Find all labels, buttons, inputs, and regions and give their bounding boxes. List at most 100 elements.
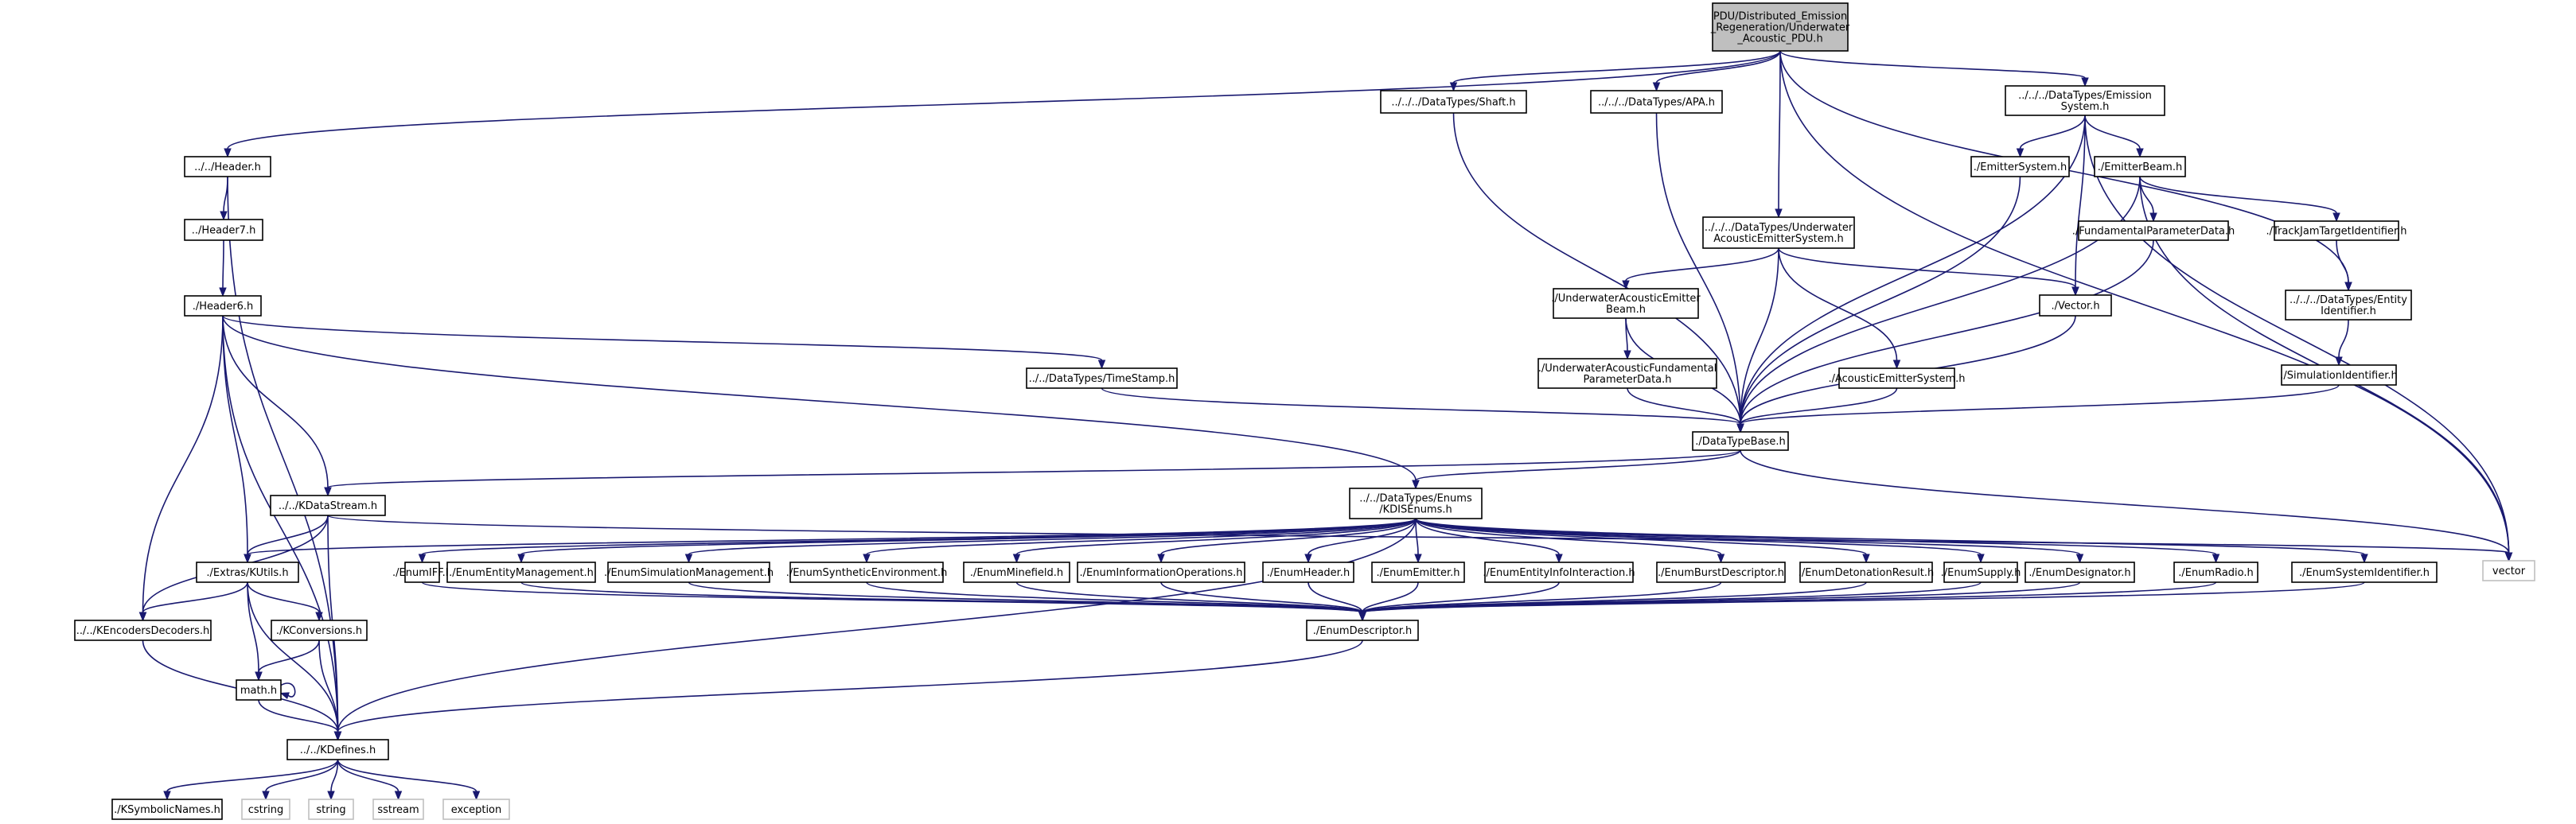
node-vectorh[interactable]: ./Vector.h [2039,294,2112,317]
node-dtb[interactable]: ./DataTypeBase.h [1692,431,1789,451]
node-eheader[interactable]: ./EnumHeader.h [1262,562,1354,583]
node-trackjam[interactable]: ./TrackJamTargetIdentifier.h [2266,220,2407,241]
node-uwaes[interactable]: ../../../DataTypes/UnderwaterAcousticEmi… [1702,216,1855,249]
edge-kdisenums-edesig [1415,518,2084,564]
node-label: ./Header6.h [193,301,254,313]
edge-math-math [279,682,296,699]
arrowhead [2504,552,2513,562]
node-label: ./AcousticEmitterSystem.h [1828,373,1965,385]
arrowhead [279,692,290,699]
node-label: ../../KDataStream.h [279,500,377,512]
node-label: ./EnumEmitter.h [1376,567,1459,579]
node-header[interactable]: ../../Header.h [184,156,271,177]
node-eentmgmt[interactable]: ./EnumEntityManagement.h [446,562,596,583]
node-edesig[interactable]: ./EnumDesignator.h [2025,562,2135,583]
node-eentinfo[interactable]: ./EnumEntityInfoInteraction.h [1483,562,1635,583]
node-aes[interactable]: ./AcousticEmitterSystem.h [1828,367,1966,389]
node-esupply[interactable]: ./EnumSupply.h [1941,562,2021,583]
node-box [1838,367,1955,389]
node-exception[interactable]: exception [442,799,510,820]
edge-emsys-vector [2084,115,2513,562]
node-label: ./DataTypeBase.h [1695,436,1785,448]
node-simid[interactable]: ./SimulationIdentifier.h [2280,364,2398,386]
node-ksymb[interactable]: ./KSymbolicNames.h [111,799,223,820]
node-esynenv[interactable]: ./EnumSyntheticEnvironment.h [786,562,948,583]
node-box [270,495,386,516]
edge-kdefines-ksymb [163,759,339,801]
node-box [1306,620,1419,641]
node-edeton[interactable]: ./EnumDetonationResult.h [1799,562,1935,583]
node-emine[interactable]: ./EnumMinefield.h [963,562,1070,583]
edge-edesc-kdefines [333,639,1363,741]
node-eiff[interactable]: ./EnumIFF.h [392,562,452,583]
node-vector[interactable]: vector [2482,560,2535,581]
arrowhead [1652,82,1661,92]
arrowhead [1449,82,1458,92]
node-cstring[interactable]: cstring [241,799,290,820]
edge-uwafpd-dtb [1627,387,1744,433]
arrowhead [224,148,232,158]
arrowhead [1775,208,1783,219]
node-fundparam[interactable]: ./FundamentalParameterData.h [2072,220,2235,241]
node-edesc[interactable]: ./EnumDescriptor.h [1306,620,1419,641]
arrowhead [1358,612,1366,622]
node-root[interactable]: PDU/Distributed_Emission_Regeneration/Un… [1710,2,1850,52]
arrowhead [1555,554,1563,564]
edge-root-shaft [1449,50,1781,92]
node-label: ../../../DataTypes/Emission [2018,90,2152,102]
node-kdisenums[interactable]: ../../DataTypes/Enums/KDISEnums.h [1349,488,1483,519]
node-label: ./EmitterBeam.h [2098,161,2182,173]
node-uwafpd[interactable]: ./UnderwaterAcousticFundamentalParameter… [1537,358,1717,389]
node-math[interactable]: math.h [236,679,282,701]
node-kconv[interactable]: ./KConversions.h [271,620,368,641]
edge-kdefines-string [327,759,339,801]
node-eemitter[interactable]: ./EnumEmitter.h [1371,562,1465,583]
arrowhead [2081,77,2089,87]
node-kencdec[interactable]: ../../KEncodersDecoders.h [74,620,212,641]
node-shaft[interactable]: ../../../DataTypes/Shaft.h [1380,90,1527,114]
node-einfo[interactable]: ./EnumInformationOperations.h [1077,562,1245,583]
node-box [404,562,440,583]
node-eburst[interactable]: ./EnumBurstDescriptor.h [1656,562,1786,583]
arrowhead [163,791,171,801]
edge-uwaes-aes [1778,247,1901,370]
edge-einfo-edesc [1160,581,1366,622]
node-string[interactable]: string [308,799,354,820]
node-header7[interactable]: ../Header7.h [184,219,263,241]
edge-emsys-emitbeam [2084,115,2144,158]
node-box [2274,220,2399,241]
edge-eheader-edesc [1307,581,1366,622]
edge-esysid-edesc [1358,581,2365,622]
node-eradio[interactable]: ./EnumRadio.h [2173,562,2258,583]
node-label: exception [451,804,502,816]
node-emitsys[interactable]: ./EmitterSystem.h [1970,156,2070,177]
node-box [372,799,424,820]
arrowhead [2075,554,2084,564]
node-kdatastream[interactable]: ../../KDataStream.h [270,495,386,516]
arrowhead [1304,554,1312,564]
arrowhead [315,612,323,622]
node-label: ../../DataTypes/Enums [1359,493,1472,505]
edge-kutils-kencdec [138,581,248,622]
arrowhead [2344,282,2352,292]
node-label: ../../KEncodersDecoders.h [76,625,210,637]
edge-kdisenums-esynenv [863,518,1417,564]
node-kutils[interactable]: ./Extras/KUtils.h [196,562,299,583]
node-emitbeam[interactable]: ./EmitterBeam.h [2094,156,2186,177]
node-esysid[interactable]: ./EnumSystemIdentifier.h [2291,562,2438,583]
node-timestamp[interactable]: ../../DataTypes/TimeStamp.h [1026,367,1178,389]
arrowhead [2136,148,2144,158]
edge-header-header7 [220,176,228,221]
node-box [1371,562,1465,583]
node-sstream[interactable]: sstream [372,799,424,820]
node-label: ./TrackJamTargetIdentifier.h [2266,226,2407,238]
node-esimmgmt[interactable]: ./EnumSimulationManagement.h [604,562,774,583]
node-kdefines[interactable]: ../../KDefines.h [286,739,389,760]
node-header6[interactable]: ./Header6.h [184,295,262,317]
node-box [2482,560,2535,581]
node-apa[interactable]: ../../../DataTypes/APA.h [1590,90,1723,114]
